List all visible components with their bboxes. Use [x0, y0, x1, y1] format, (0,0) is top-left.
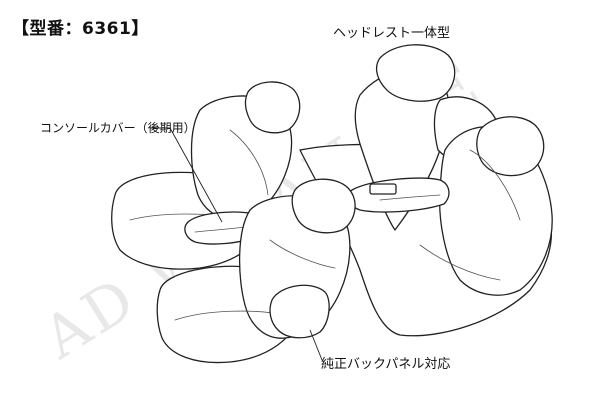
label-genuine-back-panel: 純正バックパネル対応	[321, 357, 451, 372]
front-right-seat	[156, 178, 356, 364]
label-headrest-integrated: ヘッドレスト一体型	[333, 26, 451, 41]
rear-armrest-cupholder	[369, 183, 397, 195]
rear-left-headrest	[375, 44, 456, 102]
leader-back-panel	[309, 329, 323, 361]
label-console-cover: コンソールカバー（後期用）	[40, 121, 196, 135]
front-right-headrest	[291, 178, 356, 234]
leader-console-cover	[150, 127, 223, 223]
rear-right-headrest	[476, 116, 545, 177]
rear-bench-seat	[299, 44, 553, 337]
front-right-back-panel	[269, 284, 330, 339]
front-left-headrest	[244, 81, 301, 134]
model-number-title: 【型番：6361】	[12, 19, 149, 39]
